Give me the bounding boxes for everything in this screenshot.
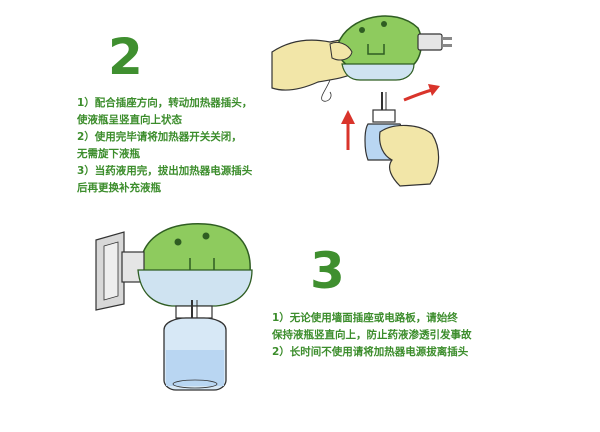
heater-dome-2 <box>139 223 251 273</box>
step-3-instructions: 1）无论使用墙面插座或电路板，请始终 保持液瓶竖直向上，防止药液渗透引发事故 2… <box>272 310 472 361</box>
lower-hand <box>379 124 440 187</box>
step-2-illustration <box>271 15 452 187</box>
rotate-arrow <box>403 88 433 102</box>
step-3-line: 1）无论使用墙面插座或电路板，请始终 <box>272 312 458 324</box>
step-2-line: 后再更换补充液瓶 <box>77 182 161 194</box>
step-3-number: 3 <box>310 242 345 300</box>
step-3-line: 保持液瓶竖直向上，防止药液渗透引发事故 <box>272 329 472 341</box>
heater-base <box>341 63 415 81</box>
step-2-line: 3）当药液用完，拔出加热器电源插头 <box>77 165 253 177</box>
step-2-line: 1）配合插座方向，转动加热器插头， <box>77 97 253 109</box>
step-2-instructions: 1）配合插座方向，转动加热器插头， 使液瓶呈竖直向上状态 2）使用完毕请将加热器… <box>77 95 252 197</box>
step-2-line: 无需旋下液瓶 <box>77 148 140 160</box>
heater-dome <box>336 15 423 67</box>
heater-base-2 <box>137 269 253 307</box>
step-2-line: 使液瓶呈竖直向上状态 <box>77 114 182 126</box>
step-3-illustration <box>95 223 253 391</box>
step-3-line: 2）长时间不使用请将加热器电源拔离插头 <box>272 346 469 358</box>
heater-plug <box>417 33 443 51</box>
step-2-number: 2 <box>108 28 143 86</box>
step-2-line: 2）使用完毕请将加热器开关关闭， <box>77 131 242 143</box>
